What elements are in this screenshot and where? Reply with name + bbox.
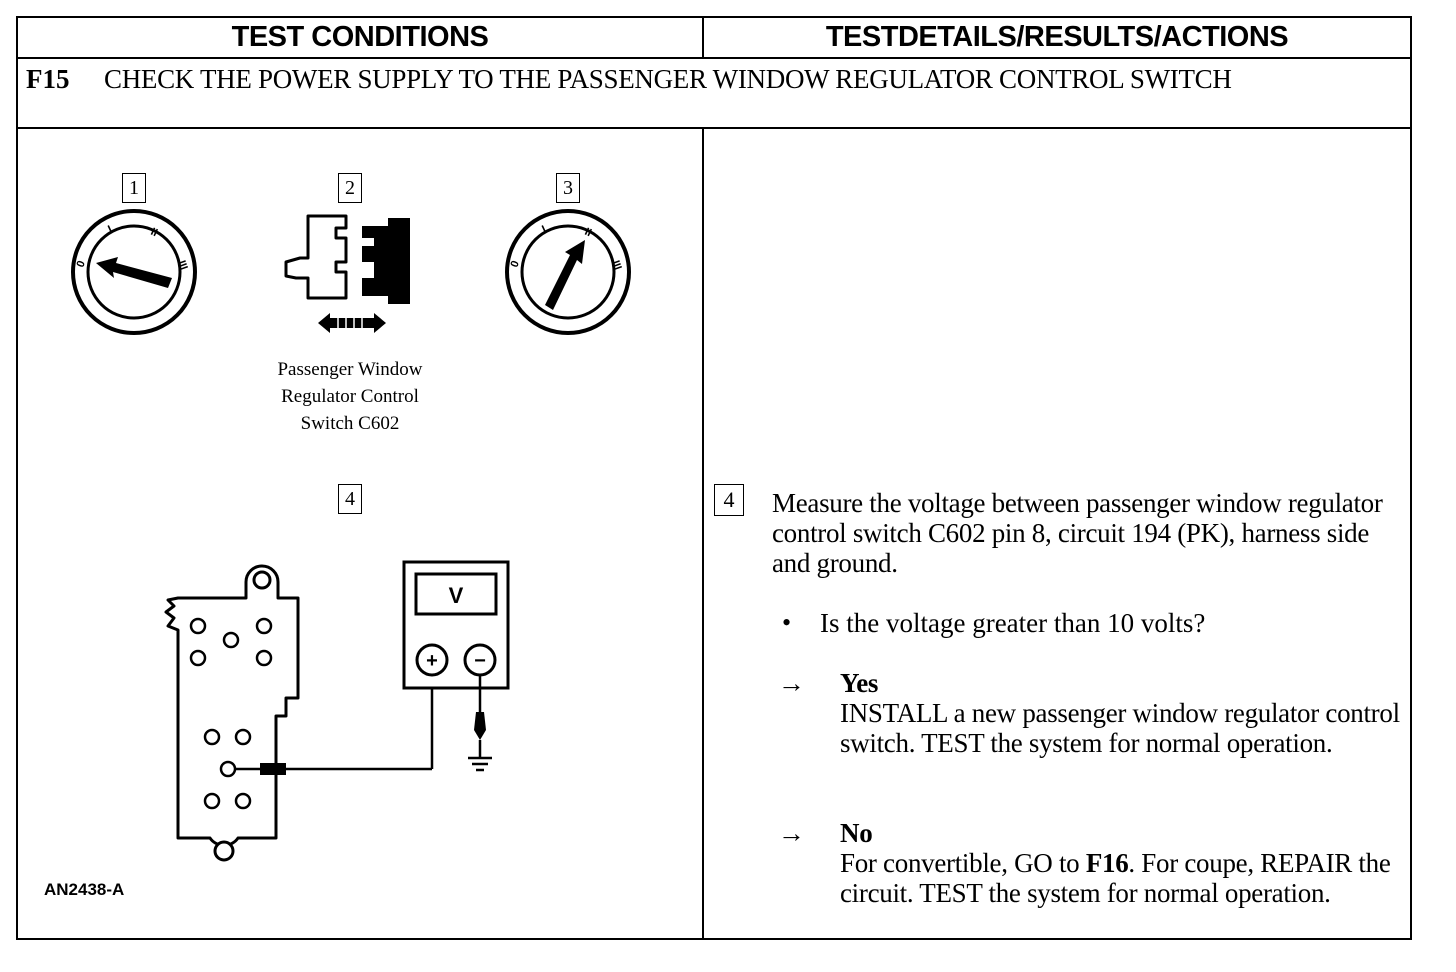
yes-action-text: INSTALL a new passenger window regulator…	[840, 698, 1400, 758]
ign3-pos-ii: II	[583, 226, 594, 239]
ignition-switch-run-icon: 0 I II III	[505, 209, 631, 335]
table-frame	[16, 16, 1412, 940]
ign3-pos-iii: III	[609, 259, 623, 272]
no-arrow-icon: →	[778, 818, 805, 848]
header-divider	[16, 57, 1412, 59]
no-label: No	[840, 818, 873, 848]
connector-disconnect-icon	[284, 214, 410, 333]
meter-plus-terminal: +	[426, 650, 438, 672]
step-title: CHECK THE POWER SUPPLY TO THE PASSENGER …	[104, 64, 1232, 94]
yes-arrow-icon: →	[778, 668, 805, 698]
header-column-divider	[702, 16, 704, 58]
question-text: Is the voltage greater than 10 volts?	[820, 608, 1206, 638]
no-action-text-1: For convertible, GO to	[840, 848, 1086, 878]
connector-caption: Passenger Window Regulator Control Switc…	[230, 356, 470, 437]
header-test-conditions: TEST CONDITIONS	[231, 20, 489, 53]
question-bullet: •	[782, 608, 792, 637]
caption-line-1: Passenger Window	[277, 359, 423, 380]
instruction-text: Measure the voltage between passenger wi…	[772, 488, 1383, 578]
ground-icon	[468, 675, 492, 772]
meter-v-label: V	[449, 583, 464, 608]
no-action-step-ref: F16	[1085, 848, 1129, 878]
title-divider	[16, 127, 1412, 129]
caption-line-3: Switch C602	[300, 413, 400, 434]
yes-label: Yes	[840, 668, 879, 698]
callout-3: 3	[556, 173, 580, 203]
callout-4: 4	[338, 484, 362, 514]
step-id: F15	[26, 64, 70, 94]
switch-connector-face-icon	[164, 564, 300, 862]
callout-2: 2	[338, 173, 362, 203]
no-result: No For convertible, GO to F16. For coupe…	[840, 818, 1400, 908]
ign3-pos-0: 0	[509, 259, 522, 269]
yes-result: Yes INSTALL a new passenger window regul…	[840, 668, 1400, 758]
no-action-text-2: . For coupe, REPAIR the circuit. TEST th…	[840, 848, 1391, 908]
header-test-details: TESTDETAILS/RESULTS/ACTIONS	[825, 20, 1289, 53]
step-number-box: 4	[714, 484, 744, 516]
callout-1: 1	[122, 173, 146, 203]
ign1-pos-ii: II	[149, 226, 160, 239]
test-lead-icon	[236, 675, 434, 775]
figure-id: AN2438-A	[44, 880, 125, 899]
voltmeter-icon: V + −	[402, 560, 510, 690]
ign1-pos-0: 0	[75, 259, 88, 269]
ign1-pos-iii: III	[175, 259, 189, 272]
caption-line-2: Regulator Control	[281, 386, 419, 407]
ignition-switch-off-icon: 0 I II III	[71, 209, 197, 335]
meter-minus-terminal: −	[474, 650, 486, 672]
body-column-divider	[702, 127, 704, 940]
ign1-pos-i: I	[106, 224, 114, 236]
ign3-pos-i: I	[540, 224, 548, 236]
